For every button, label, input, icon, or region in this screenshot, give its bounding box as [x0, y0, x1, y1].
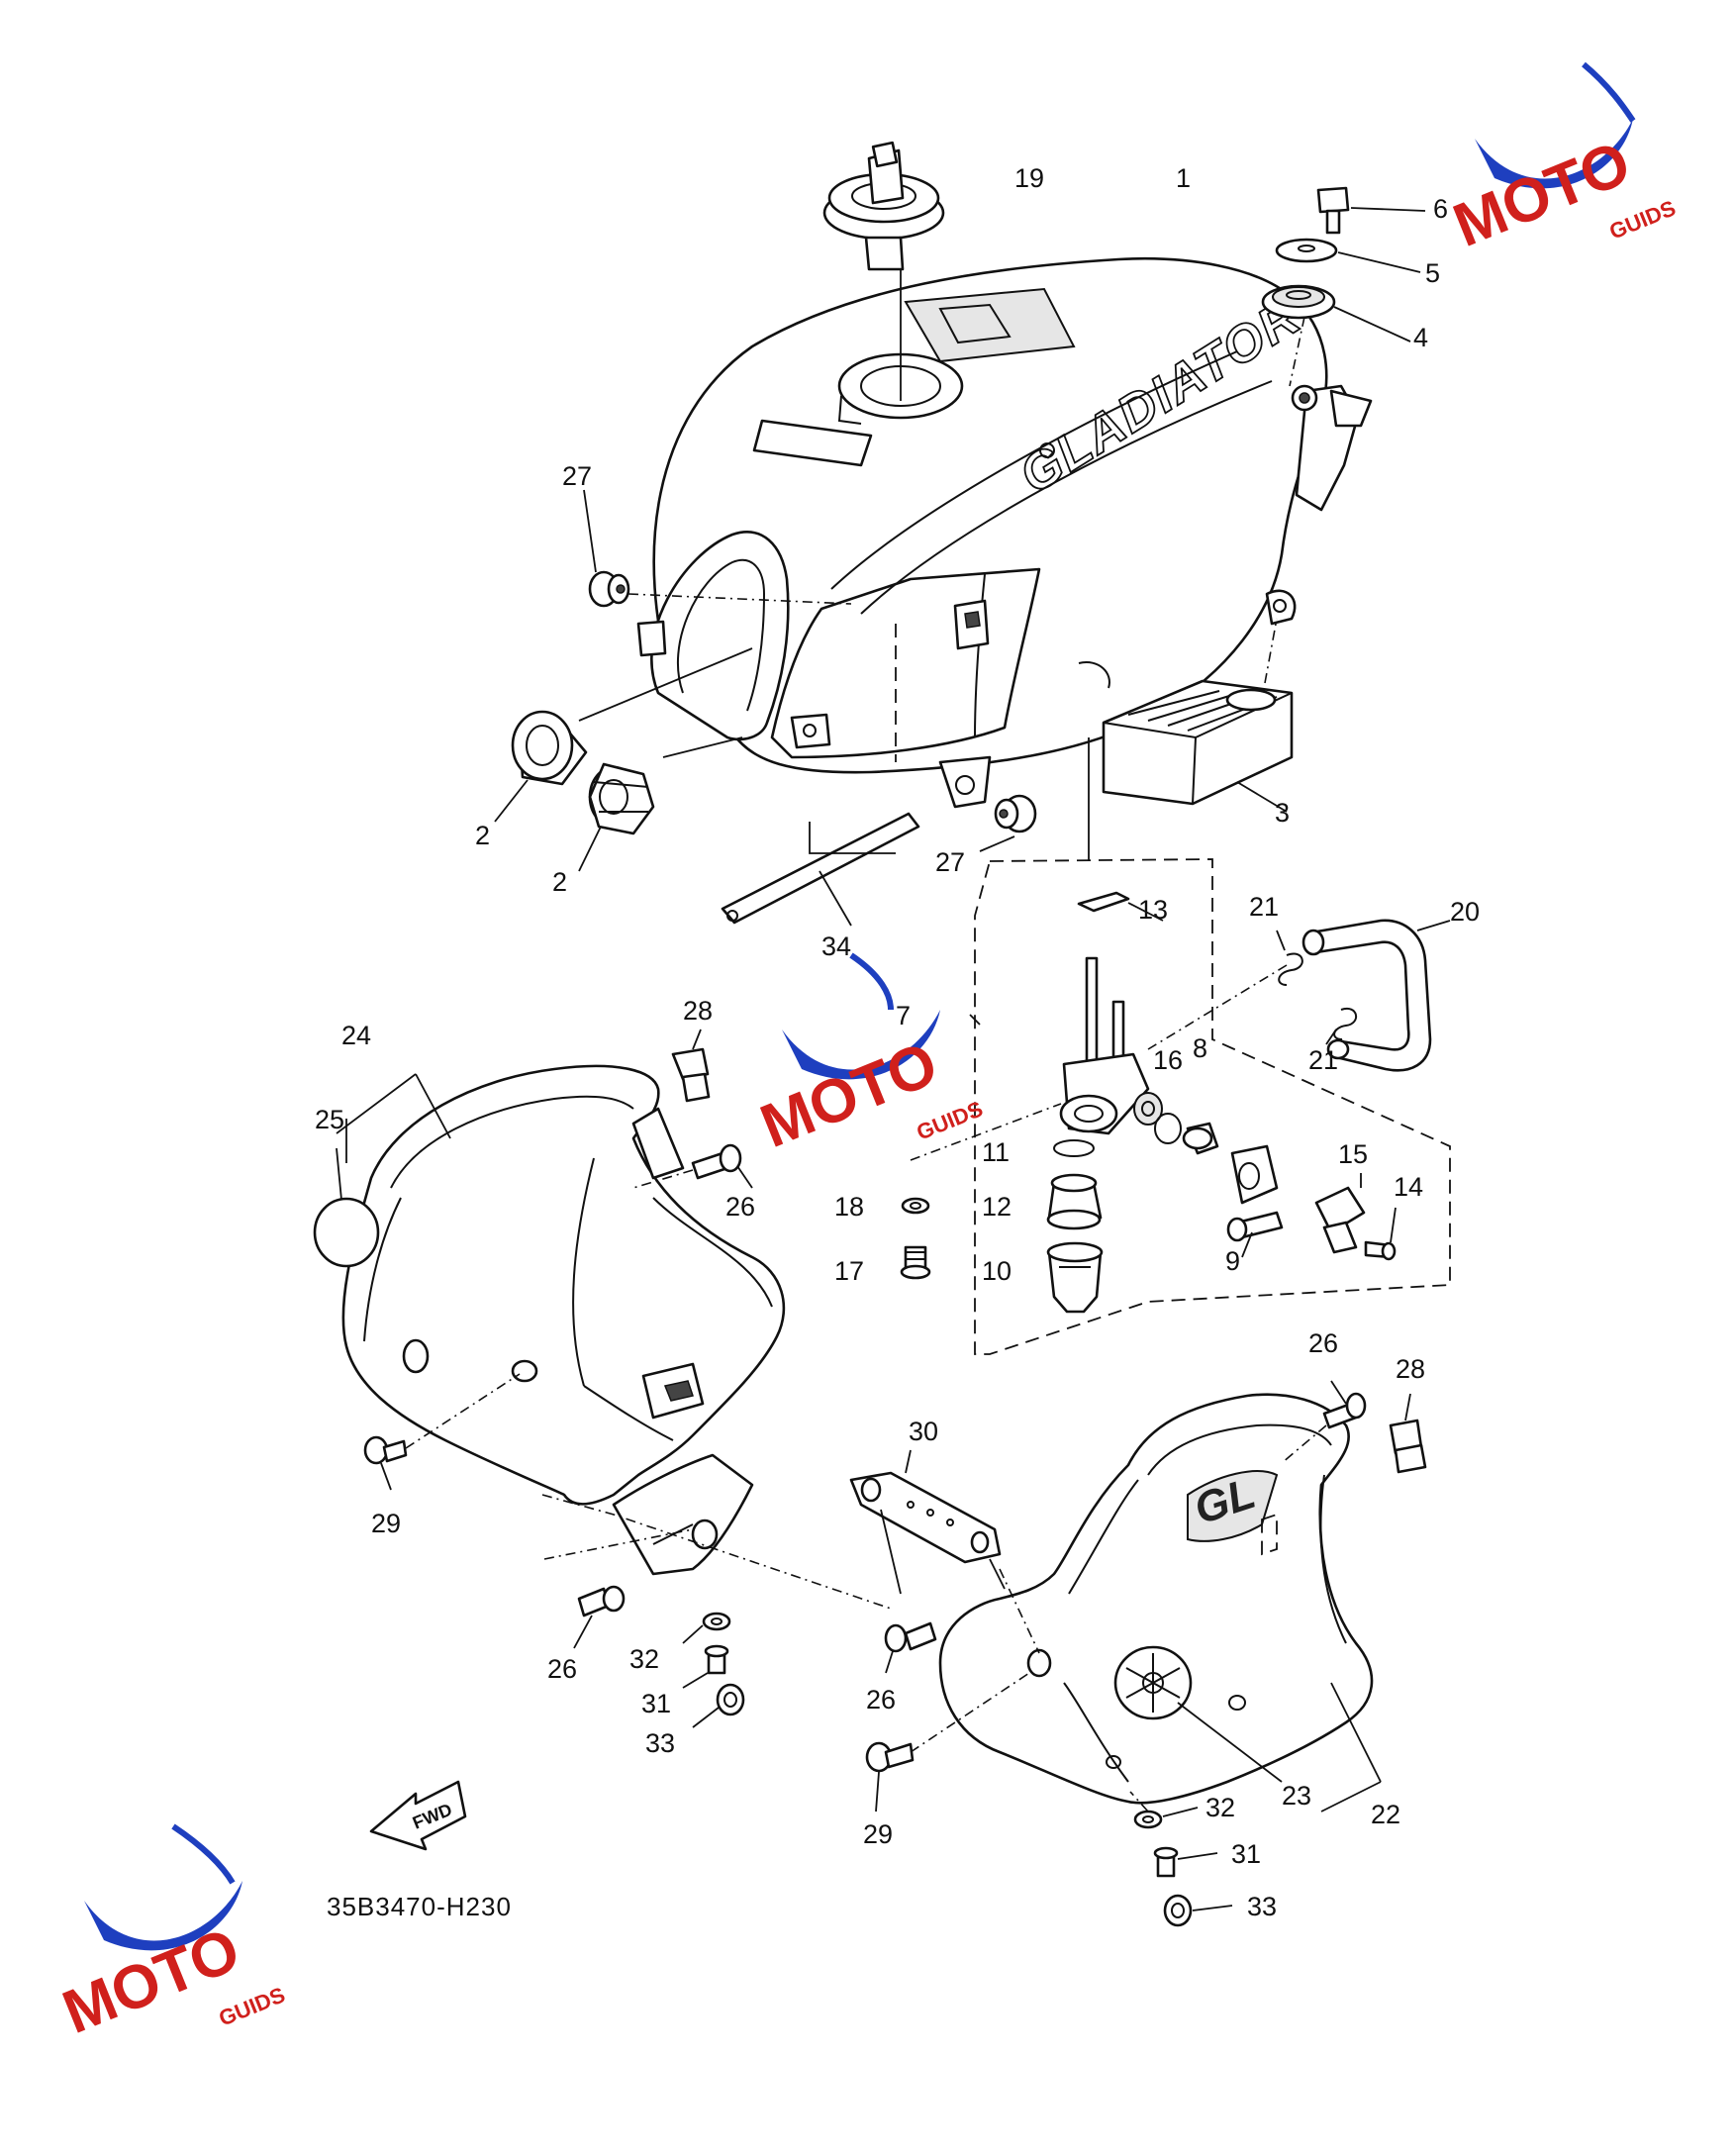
callout-27-top: 27: [562, 461, 592, 491]
cover-bracket: [849, 1449, 1040, 1654]
tank-cover-bar: [721, 812, 920, 927]
callout-23: 23: [1282, 1781, 1311, 1811]
fuel-cock-assembly-box: [900, 737, 1451, 1355]
callout-33-left: 33: [645, 1728, 675, 1758]
callout-21-bottom: 21: [1308, 1045, 1338, 1075]
fuel-cap: [822, 141, 945, 401]
watermark-tail-text-bottom: GUIDS: [216, 1982, 289, 2030]
watermark-main-text-bottom: MOTO: [53, 1915, 248, 2047]
callout-30: 30: [909, 1417, 938, 1446]
damper-disc: [313, 1147, 380, 1268]
callout-26-left-lower: 26: [547, 1654, 577, 1684]
callout-31-right: 31: [1231, 1839, 1261, 1869]
callout-28-left: 28: [683, 996, 713, 1026]
callout-27-bottom: 27: [935, 847, 965, 877]
callout-4: 4: [1413, 323, 1428, 352]
callout-3: 3: [1275, 798, 1290, 828]
callout-14: 14: [1394, 1172, 1423, 1202]
connector-line-2: [543, 1528, 694, 1560]
screw-cover-upper: [632, 1143, 753, 1189]
callout-labels: 19 1 6 5 4 27 2 2 27 3 13 34 21 20 21 7 …: [315, 163, 1480, 1921]
watermark-tail-text-center: GUIDS: [914, 1096, 987, 1144]
tank-side-cap-lower: [578, 736, 743, 872]
tank-damper-pad: [1102, 618, 1294, 813]
screw-right-lower: [884, 1621, 937, 1674]
fuel-tank: GLADIATOR: [636, 256, 1373, 809]
callout-25: 25: [315, 1105, 344, 1134]
watermark-tail-text: GUIDS: [1606, 195, 1680, 244]
collar-washer-right: [1129, 1791, 1233, 1927]
screw-29-left: [363, 1373, 521, 1491]
callout-16: 16: [1153, 1045, 1183, 1075]
callout-12: 12: [982, 1192, 1012, 1222]
callout-21-top: 21: [1249, 892, 1279, 922]
callout-6: 6: [1433, 194, 1448, 224]
callout-19: 19: [1014, 163, 1044, 193]
forward-arrow: FWD: [369, 1780, 467, 1851]
callout-24: 24: [341, 1021, 371, 1050]
callout-2-lower: 2: [552, 867, 567, 897]
callout-34: 34: [821, 931, 851, 961]
callout-8: 8: [1193, 1033, 1207, 1063]
watermark-logo-top-right: MOTO GUIDS: [1444, 61, 1680, 260]
callout-26-right-upper: 26: [1308, 1328, 1338, 1358]
callout-1: 1: [1176, 163, 1191, 193]
hose-clips: [969, 930, 1357, 1050]
screw-29-right: [865, 1672, 1030, 1813]
callout-2-upper: 2: [475, 821, 490, 850]
callout-29-right: 29: [863, 1819, 893, 1849]
callout-18: 18: [834, 1192, 864, 1222]
right-side-cover: GL: [938, 1393, 1382, 1813]
left-side-cover: [336, 1064, 786, 1576]
callout-28-right: 28: [1396, 1354, 1425, 1384]
callout-31-left: 31: [641, 1689, 671, 1718]
grommet-front: [979, 794, 1037, 852]
callout-32-left: 32: [629, 1644, 659, 1674]
watermark-logo-center: MOTO GUIDS: [751, 952, 987, 1161]
diagram-code: 35B3470-H230: [327, 1892, 512, 1921]
callout-5: 5: [1425, 258, 1440, 288]
tank-bolt-assembly: [1261, 186, 1426, 387]
callout-15: 15: [1338, 1139, 1368, 1169]
callout-9: 9: [1225, 1246, 1240, 1276]
callout-33-right: 33: [1247, 1892, 1277, 1921]
connector-line: [541, 1494, 892, 1610]
callout-17: 17: [834, 1256, 864, 1286]
grommet-rear: [583, 489, 852, 608]
watermark-logo-bottom-left: MOTO GUIDS: [53, 1823, 289, 2047]
callout-32-right: 32: [1205, 1793, 1235, 1822]
screw-right-upper: [1281, 1380, 1367, 1464]
watermark-main-text-center: MOTO: [751, 1029, 946, 1161]
mounting-clip-left: [671, 1029, 711, 1103]
collar-washer-left: [682, 1612, 745, 1728]
callout-7: 7: [896, 1001, 911, 1030]
callout-20: 20: [1450, 897, 1480, 927]
callout-10: 10: [982, 1256, 1012, 1286]
mounting-clip-right: [1389, 1393, 1427, 1474]
fuel-hose: [1301, 919, 1451, 1072]
callout-26-left-upper: 26: [725, 1192, 755, 1222]
callout-11: 11: [982, 1137, 1010, 1167]
callout-13: 13: [1138, 895, 1168, 925]
tank-side-cap-upper: [494, 647, 753, 823]
callout-22: 22: [1371, 1800, 1400, 1829]
watermark-main-text: MOTO: [1444, 129, 1639, 260]
screw-left-lower: [573, 1585, 626, 1649]
callout-26-right-lower: 26: [866, 1685, 896, 1715]
callout-29-left: 29: [371, 1509, 401, 1538]
